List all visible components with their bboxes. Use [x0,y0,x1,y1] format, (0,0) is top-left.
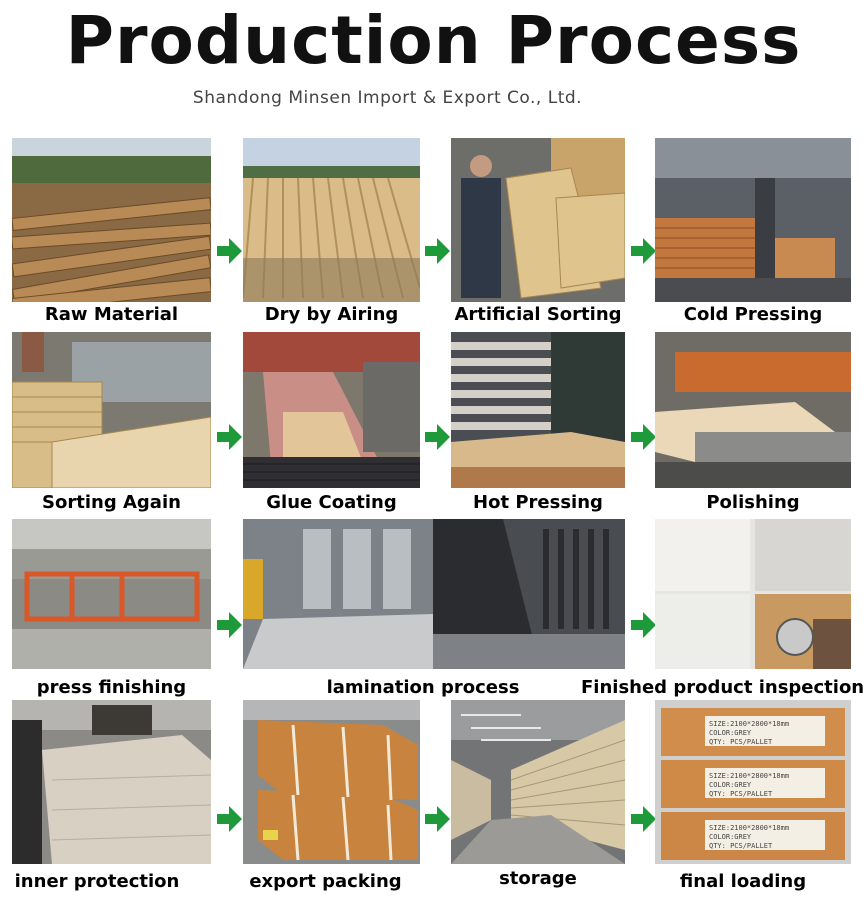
box-color-text-1: COLOR:GREY [709,729,752,737]
photo-press-finishing [12,519,211,669]
right-arrow-icon [423,422,451,452]
box-size-text-2: SIZE:2100*2800*18mm [709,772,789,780]
box-size-text-3: SIZE:2100*2800*18mm [709,824,789,832]
step-label-press-finishing: press finishing [36,677,187,698]
page-title: Production Process [65,2,802,79]
step-label-hot-pressing: Hot Pressing [473,492,603,513]
photo-final-loading: SIZE:2100*2800*18mm COLOR:GREY QTY: PCS/… [655,700,851,864]
photo-storage [451,700,625,864]
photo-inner-protection [12,700,211,864]
photo-glue-coating [243,332,420,488]
step-label-dry-by-airing: Dry by Airing [264,304,399,325]
right-arrow-icon [423,804,451,834]
box-qty-text-1: QTY: PCS/PALLET [709,738,773,746]
photo-polishing [655,332,851,488]
box-color-text-3: COLOR:GREY [709,833,752,841]
photo-artificial-sorting [451,138,625,302]
step-label-cold-pressing: Cold Pressing [683,304,823,325]
box-qty-text-3: QTY: PCS/PALLET [709,842,773,850]
photo-raw-material [12,138,211,302]
right-arrow-icon [215,236,243,266]
right-arrow-icon [215,422,243,452]
step-label-storage: storage [499,868,577,889]
right-arrow-icon [215,610,243,640]
step-label-lamination-process: lamination process [326,677,520,698]
right-arrow-icon [629,804,657,834]
right-arrow-icon [423,236,451,266]
photo-sorting-again [12,332,211,488]
right-arrow-icon [215,804,243,834]
step-label-finished-product-inspection: Finished product inspection [581,677,865,698]
box-color-text-2: COLOR:GREY [709,781,752,789]
box-qty-text-2: QTY: PCS/PALLET [709,790,773,798]
step-label-raw-material: Raw Material [44,304,179,325]
step-label-final-loading: final loading [679,871,807,892]
photo-cold-pressing [655,138,851,302]
photo-hot-pressing [451,332,625,488]
step-label-sorting-again: Sorting Again [42,492,181,513]
photo-finished-product-inspection [655,519,851,669]
company-name: Shandong Minsen Import & Export Co., Ltd… [192,88,583,108]
photo-export-packing [243,700,420,864]
step-label-export-packing: export packing [249,871,402,892]
step-label-polishing: Polishing [706,492,800,513]
box-size-text-1: SIZE:2100*2800*18mm [709,720,789,728]
step-label-inner-protection: inner protection [14,871,180,892]
right-arrow-icon [629,236,657,266]
photo-lamination-process [243,519,625,669]
step-label-glue-coating: Glue Coating [266,492,397,513]
right-arrow-icon [629,610,657,640]
step-label-artificial-sorting: Artificial Sorting [454,304,622,325]
photo-dry-by-airing [243,138,420,302]
right-arrow-icon [629,422,657,452]
